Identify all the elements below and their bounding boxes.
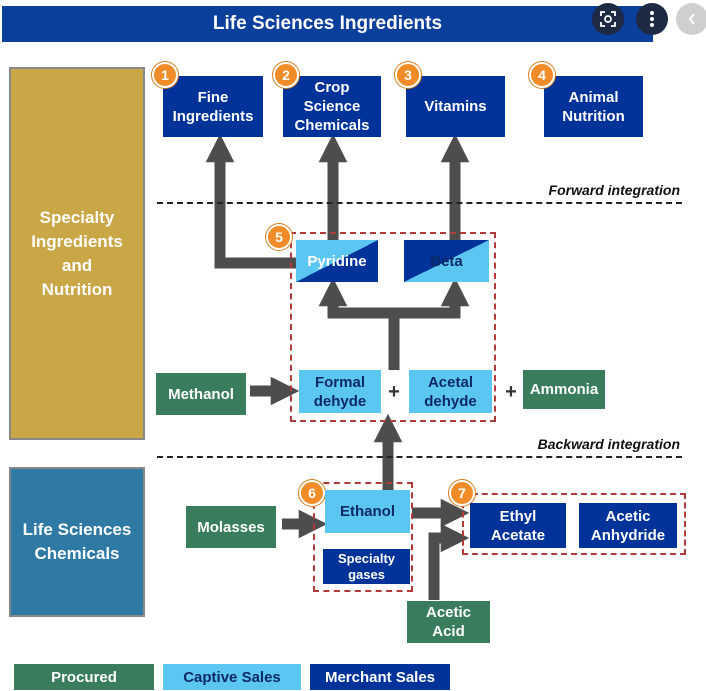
- acetyls-group: [462, 493, 686, 555]
- ethanol-box: Ethanol: [325, 490, 410, 533]
- plus-sign: +: [505, 380, 517, 403]
- ammonia-box: Ammonia: [523, 370, 605, 409]
- formaldehyde-box: Formal dehyde: [299, 370, 381, 413]
- molasses-box: Molasses: [186, 506, 276, 548]
- acetic-acid-box: Acetic Acid: [407, 601, 490, 643]
- more-vert-icon: [650, 11, 654, 27]
- lens-button[interactable]: [592, 3, 624, 35]
- badge-7: 7: [449, 480, 475, 506]
- badge-1: 1: [152, 62, 178, 88]
- methanol-box: Methanol: [156, 373, 246, 415]
- legend-merchant-sales: Merchant Sales: [310, 664, 450, 690]
- segment-specialty-ingredients: Specialty Ingredients and Nutrition: [9, 67, 145, 440]
- forward-integration-label: Forward integration: [548, 182, 680, 198]
- beta-label: Beta: [430, 252, 463, 270]
- lens-icon: [600, 11, 616, 27]
- pyridine-label: Pyridine: [307, 252, 367, 270]
- beta-box: Beta: [404, 240, 489, 282]
- badge-4: 4: [529, 62, 555, 88]
- acetaldehyde-box: Acetal dehyde: [409, 370, 492, 413]
- arrow-acetic-acid-to-ethyl-acetate: [428, 523, 470, 600]
- fine-ingredients-box: Fine Ingredients: [163, 76, 263, 137]
- crop-science-box: Crop Science Chemicals: [283, 76, 381, 137]
- backward-integration-line: [157, 456, 682, 458]
- vitamins-box: Vitamins: [406, 76, 505, 137]
- acetic-anhydride-box: Acetic Anhydride: [579, 503, 677, 548]
- ethyl-acetate-box: Ethyl Acetate: [470, 503, 566, 548]
- page-title: Life Sciences Ingredients: [2, 6, 653, 42]
- backward-integration-label: Backward integration: [537, 436, 680, 452]
- legend-captive-sales: Captive Sales: [163, 664, 301, 690]
- badge-5: 5: [266, 224, 292, 250]
- collapse-button[interactable]: [676, 3, 706, 35]
- badge-3: 3: [395, 62, 421, 88]
- arrow-pyridine-to-fine-ingredients: [205, 133, 300, 269]
- badge-6: 6: [299, 480, 325, 506]
- specialty-gases-box: Specialty gases: [323, 549, 410, 584]
- more-options-button[interactable]: [636, 3, 668, 35]
- forward-integration-line: [157, 202, 682, 204]
- legend-procured: Procured: [14, 664, 154, 690]
- badge-2: 2: [273, 62, 299, 88]
- plus-sign: +: [388, 380, 400, 403]
- chevron-left-icon: [688, 13, 695, 25]
- segment-life-sciences-chemicals: Life Sciences Chemicals: [9, 467, 145, 617]
- pyridine-box: Pyridine: [296, 240, 378, 282]
- ethanol-group: [313, 482, 413, 592]
- animal-nutrition-box: Animal Nutrition: [544, 76, 643, 137]
- intermediates-group: [290, 232, 496, 422]
